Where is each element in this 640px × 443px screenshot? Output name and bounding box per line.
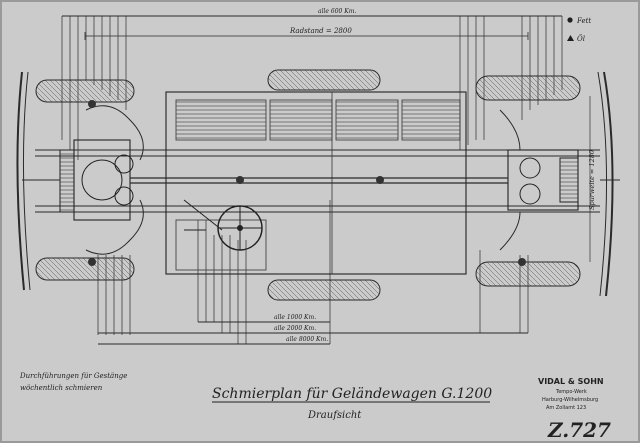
wheelbase-label: Radstand = 2800 <box>289 27 352 35</box>
drawing-title: Schmierplan für Geländewagen G.1200 <box>212 386 492 402</box>
cargo-body <box>165 91 467 275</box>
legend-fett-label: Fett <box>576 17 591 25</box>
note-line-1: Durchführungen für Gestänge <box>19 372 127 380</box>
maker-line-2: Harburg-Wilhelmsburg <box>542 397 598 403</box>
spare-wheel-top <box>267 69 381 91</box>
chassis-frame <box>22 149 620 213</box>
wheel-front-left <box>35 79 135 103</box>
maker-line-1: Tempo-Werk <box>555 389 587 395</box>
interval-label-8000: alle 8000 Km. <box>286 336 328 343</box>
wheel-rear-left <box>475 75 581 101</box>
grease-dot-icon <box>567 17 573 23</box>
rear-axle-assembly <box>499 109 579 266</box>
legend-oel-label: Öl <box>577 34 585 43</box>
wheelbase-dimension <box>84 32 529 40</box>
interval-lines-bottom <box>98 321 528 345</box>
maker-line-3: Am Zollamt 123 <box>546 405 586 411</box>
rear-bumper <box>603 71 614 297</box>
propeller-shaft <box>130 176 508 184</box>
oil-triangle-icon <box>567 35 574 41</box>
note-line-2: wöchentlich schmieren <box>20 384 103 392</box>
wheel-front-right <box>35 257 135 281</box>
front-bumper <box>16 71 25 291</box>
interval-label-2000: alle 2000 Km. <box>274 325 316 332</box>
interval-label-1000: alle 1000 Km. <box>274 314 316 321</box>
legend: Fett Öl <box>567 17 591 43</box>
maker-name: VIDAL & SOHN <box>538 377 604 386</box>
spare-wheel-bottom <box>267 279 381 301</box>
steering-wheel <box>183 199 263 251</box>
interval-label-top: alle 600 Km. <box>318 8 356 15</box>
front-engine-block <box>59 100 144 266</box>
wheel-rear-right <box>475 261 581 287</box>
drawing-number: Z.727 <box>547 418 611 442</box>
track-width-label: Spurweite = 1280 <box>588 150 596 210</box>
drawing-subtitle: Draufsicht <box>307 410 362 421</box>
